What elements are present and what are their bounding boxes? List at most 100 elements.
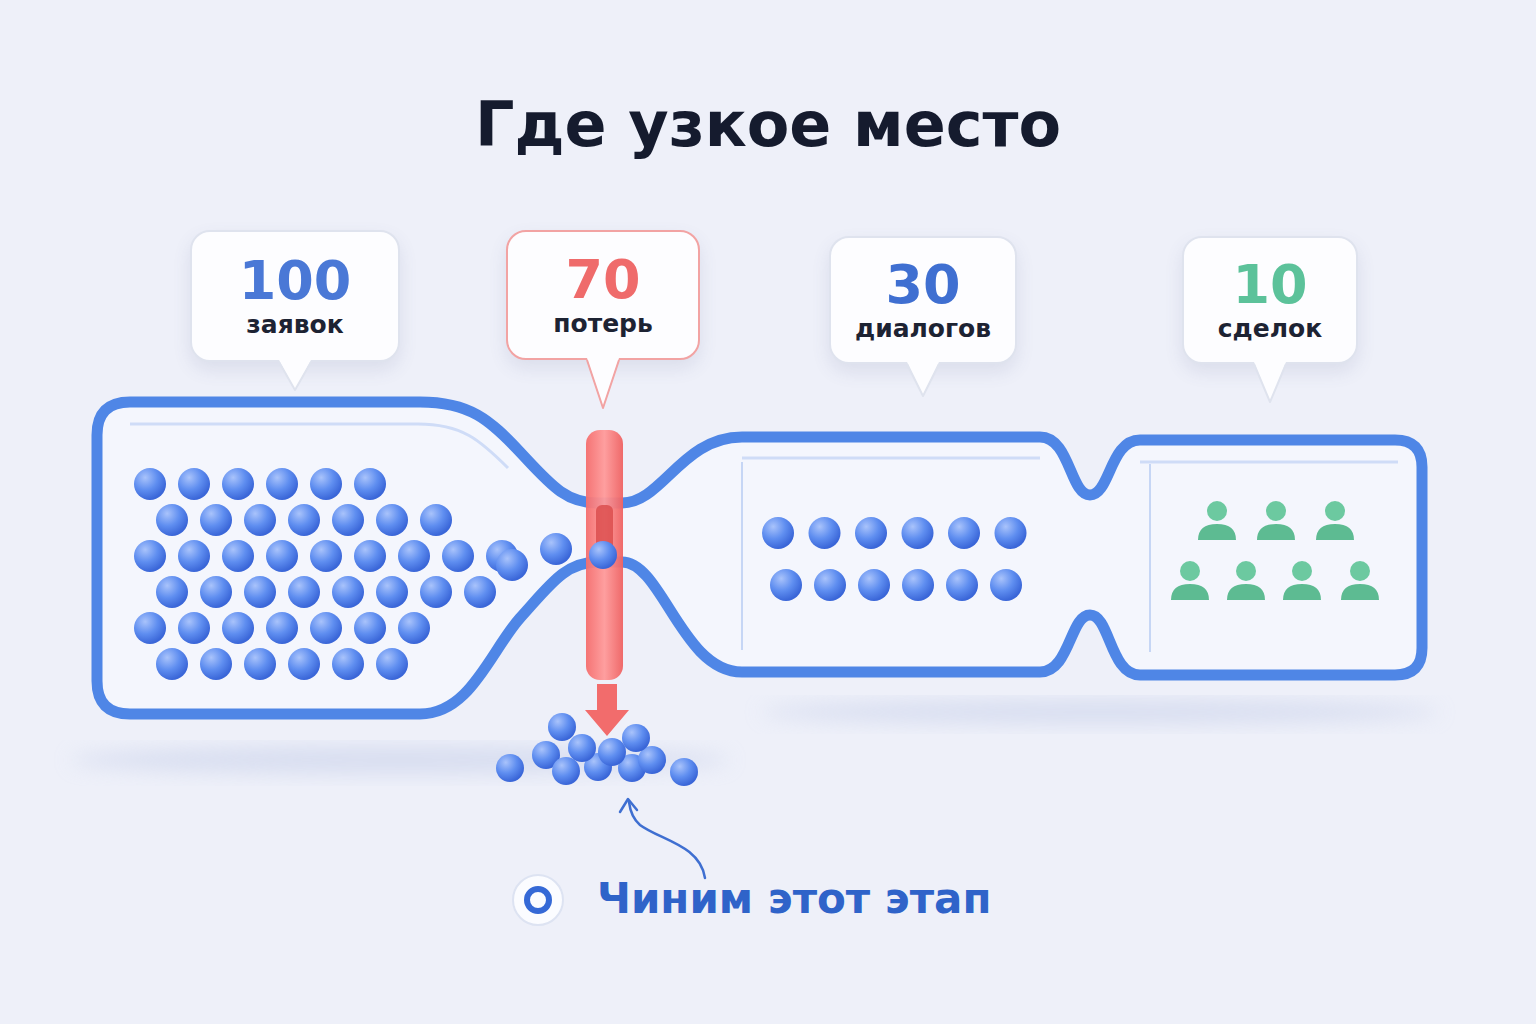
dialog-ball [990,569,1022,601]
callout-label: заявок [246,310,343,339]
lead-ball [244,576,276,608]
callout-label: потерь [553,309,653,338]
pointer-arrowhead [620,799,637,812]
callout-bubble: 70потерь [506,230,700,360]
lead-ball [288,648,320,680]
lead-ball [266,468,298,500]
pointer-arrow [629,802,705,878]
person-head [1180,561,1200,581]
person-body [1316,524,1354,540]
person-body [1257,524,1295,540]
lead-ball [310,468,342,500]
lead-ball [178,612,210,644]
pointer-outline [1254,364,1286,402]
person-head [1325,501,1345,521]
person-head [1266,501,1286,521]
dialog-ball [902,517,934,549]
lead-ball [420,576,452,608]
lead-ball [244,504,276,536]
lead-ball [200,648,232,680]
dialog-ball [995,517,1027,549]
dialog-ball [762,517,794,549]
lost-balls [496,713,698,786]
lead-ball [222,612,254,644]
dialog-ball [814,569,846,601]
pointer-fill [587,358,619,408]
callout-number: 70 [565,252,640,309]
person-icon [1341,561,1379,600]
callout-number: 30 [885,257,960,314]
lost-ball [670,758,698,786]
person-head [1292,561,1312,581]
bottleneck-gate [586,430,623,680]
lead-ball [332,648,364,680]
action-note: Чиним этот этап [597,874,991,923]
stage-divider [1149,464,1151,652]
person-icon [1316,501,1354,540]
lead-ball [266,612,298,644]
dialog-ball [948,517,980,549]
pointer-outline [587,360,619,408]
title: Где узкое место [0,88,1536,161]
person-body [1198,524,1236,540]
lead-ball [266,540,298,572]
lost-ball [622,724,650,752]
lost-ball [598,738,626,766]
target-icon [513,875,563,925]
lead-ball [222,468,254,500]
person-icon [1283,561,1321,600]
person-icon [1198,501,1236,540]
callout-label: диалогов [855,314,991,343]
pointer-fill [907,362,939,396]
dialog-ball [855,517,887,549]
target-icon-ring [527,889,549,911]
callout-number: 100 [239,253,352,310]
callout-bubble: 10сделок [1182,236,1358,364]
pipe-inner-rim [130,424,1398,468]
stage-divider [741,462,743,650]
lead-ball [288,504,320,536]
dialog-ball [902,569,934,601]
dialog-ball [946,569,978,601]
callout-pointer [903,362,943,400]
lead-ball [134,468,166,500]
lead-ball [376,576,408,608]
lead-ball [134,540,166,572]
lead-ball [288,576,320,608]
lead-ball [354,540,386,572]
lead-ball [540,533,572,565]
lead-ball [156,576,188,608]
person-body [1227,584,1265,600]
person-icon [1227,561,1265,600]
person-body [1283,584,1321,600]
callout-number: 10 [1232,257,1307,314]
lead-ball [442,540,474,572]
pointer-fill [1254,362,1286,402]
lead-ball [420,504,452,536]
lead-ball [354,612,386,644]
callout-label: сделок [1218,314,1322,343]
lead-ball [464,576,496,608]
dialog-ball [770,569,802,601]
lead-ball [200,576,232,608]
callout-pointer [583,358,623,412]
lead-ball [156,648,188,680]
lead-ball [310,612,342,644]
lead-ball [332,576,364,608]
lead-ball [589,541,617,569]
pipe-outline [97,402,1422,714]
pointer-fill [279,360,311,390]
callout-pointer [275,360,315,394]
lead-ball [178,468,210,500]
lead-ball [496,549,528,581]
lead-ball [222,540,254,572]
callout-pointer [1250,362,1290,406]
lead-ball [178,540,210,572]
dialog-ball [809,517,841,549]
person-body [1171,584,1209,600]
deal-people [1171,501,1379,600]
lost-ball [568,734,596,762]
callout-bubble: 100заявок [190,230,400,362]
lost-ball [548,713,576,741]
dialog-ball [858,569,890,601]
